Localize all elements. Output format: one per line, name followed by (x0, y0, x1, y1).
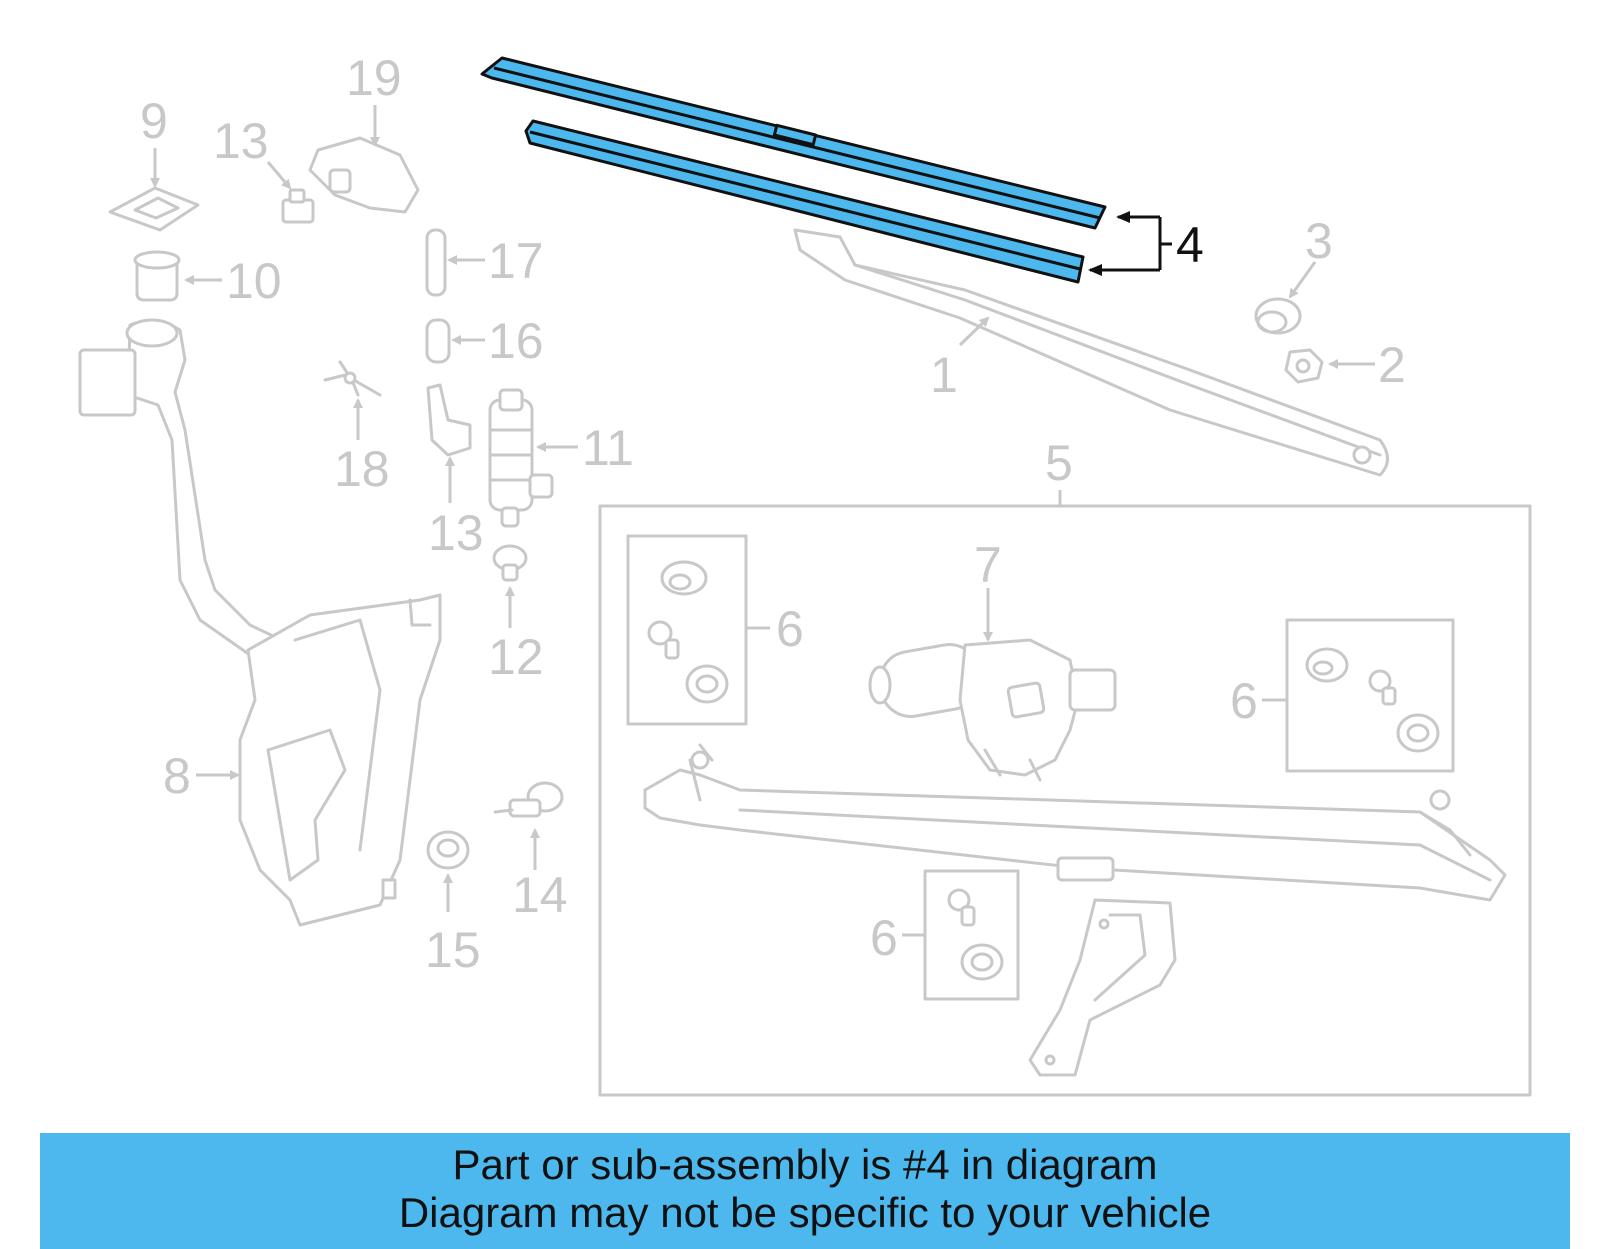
part-6-hardware-bottom (902, 869, 1020, 1001)
callout-13-lower: 13 (428, 505, 484, 561)
part-12-grommet (492, 544, 528, 582)
callout-19: 19 (346, 50, 402, 106)
callout-18: 18 (334, 441, 390, 497)
callout-12: 12 (488, 629, 544, 685)
callout-15: 15 (425, 922, 481, 978)
callout-6-right: 6 (1230, 673, 1258, 729)
callout-5: 5 (1045, 435, 1073, 491)
callout-6-bottom: 6 (870, 910, 898, 966)
part-17-hose (425, 228, 447, 297)
callout-6-left: 6 (776, 601, 804, 657)
part-10-cap (133, 250, 181, 302)
callout-2: 2 (1378, 337, 1406, 393)
callout-4-bracket (1088, 211, 1172, 276)
callout-11: 11 (582, 420, 634, 476)
banner-line-1: Part or sub-assembly is #4 in diagram (452, 1141, 1158, 1188)
mounting-bracket (1028, 898, 1177, 1077)
banner-line-2: Diagram may not be specific to your vehi… (398, 1189, 1212, 1236)
callout-9: 9 (140, 93, 168, 149)
part-14-plug (493, 781, 564, 818)
part-9-seal (108, 186, 200, 232)
leader-1 (958, 316, 990, 347)
callout-13-top: 13 (213, 113, 269, 169)
part-7-motor (868, 638, 1117, 782)
part-16-hose (425, 318, 451, 364)
callout-14: 14 (512, 867, 568, 923)
part-5-linkage-box (598, 490, 1532, 1097)
part-15-grommet (426, 830, 470, 870)
wiper-arm (793, 228, 1389, 477)
part-11-pump (488, 388, 554, 528)
leader-3 (1288, 261, 1317, 299)
part-18-connector (323, 360, 382, 397)
part-13-clip-top (281, 188, 315, 224)
part-2-nut (1284, 348, 1324, 384)
callout-4: 4 (1176, 217, 1204, 273)
info-banner: Part or sub-assembly is #4 in diagram Di… (40, 1133, 1570, 1249)
callout-10: 10 (226, 253, 282, 309)
callout-8: 8 (163, 748, 191, 804)
callout-1: 1 (930, 347, 958, 403)
wiper-blade-lower[interactable] (524, 119, 1085, 284)
part-6-hardware-left (626, 534, 770, 726)
callout-7: 7 (974, 537, 1002, 593)
part-3-cap (1254, 297, 1302, 335)
leader-13-top (266, 161, 292, 190)
callout-17: 17 (488, 233, 544, 289)
part-19-sensor (308, 136, 420, 214)
part-8-reservoir (78, 318, 442, 927)
wiper-blade-upper[interactable] (480, 56, 1107, 230)
callout-16: 16 (488, 313, 544, 369)
part-6-hardware-right (1262, 618, 1455, 773)
part-13-elbow (426, 383, 472, 457)
wiper-linkage (643, 743, 1507, 902)
callout-3: 3 (1305, 213, 1333, 269)
